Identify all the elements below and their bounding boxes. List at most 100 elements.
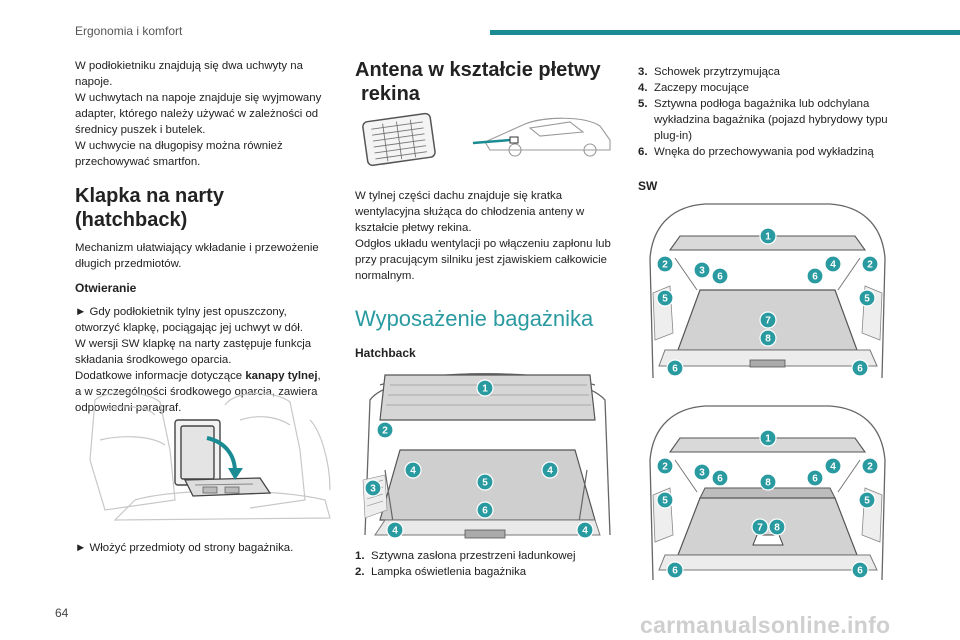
- callout-badge: [824, 457, 842, 475]
- callout-badge: [861, 255, 879, 273]
- callout-badge: [666, 359, 684, 377]
- callout-badge: [693, 261, 711, 279]
- callout-badge-label: 6: [812, 272, 818, 283]
- callout-badge: [476, 501, 494, 519]
- callout-badge-label: 4: [582, 526, 588, 537]
- list-text: Lampka oświetlenia bagażnika: [371, 566, 527, 578]
- list-text: Wnęka do przechowywania pod wykładziną: [654, 146, 874, 158]
- middle-column-top: Antena w kształcie płetwy rekina: [355, 58, 617, 106]
- callout-badge: [861, 457, 879, 475]
- intro-paragraph-2: W uchwytach na napoje znajduje się wyjmo…: [75, 92, 322, 136]
- callout-badge-label: 6: [812, 474, 818, 485]
- callout-badge: [711, 267, 729, 285]
- callout-badge-label: 6: [672, 566, 678, 577]
- callout-badge: [759, 311, 777, 329]
- step-arrow-2: ►: [75, 542, 87, 554]
- callout-badge: [404, 461, 422, 479]
- callout-badge-label: 2: [867, 462, 873, 473]
- callout-badge-label: 1: [765, 434, 771, 445]
- list-number: 3.: [638, 66, 648, 78]
- callout-badge-label: 2: [662, 260, 668, 271]
- header-accent-bar: [490, 30, 960, 35]
- callout-badge: [656, 457, 674, 475]
- left-column: W podłokietniku znajdują się dwa uchwyty…: [75, 58, 325, 416]
- callout-badge-label: 6: [672, 364, 678, 375]
- callout-badge-label: 2: [382, 426, 388, 437]
- callout-badge: [851, 359, 869, 377]
- callout-badge: [364, 479, 382, 497]
- list-text: Zaczepy mocujące: [654, 82, 749, 94]
- more-info-post: ,: [317, 370, 321, 382]
- step-1-text: Gdy podłokietnik tylny jest opuszczony, …: [75, 306, 303, 334]
- list-text: Sztywna zasłona przestrzeni ładunkowej: [371, 550, 576, 562]
- list-item: 4. Zaczepy mocujące: [638, 80, 900, 96]
- callout-badge-label: 8: [774, 523, 780, 534]
- list-number: 5.: [638, 98, 648, 110]
- callout-badge-label: 5: [662, 496, 668, 507]
- callout-badge: [656, 289, 674, 307]
- shark-fin-antenna-illustration: [362, 112, 611, 167]
- callout-badge-label: 6: [857, 364, 863, 375]
- list-text: Sztywna podłoga bagażnika lub odchylana …: [654, 98, 888, 142]
- callout-badge-label: 3: [699, 266, 705, 277]
- callout-badge-label: 6: [857, 566, 863, 577]
- right-list: 3.Schowek przytrzymująca 4. Zaczepy mocuj…: [638, 64, 900, 194]
- callout-badge-label: 6: [717, 474, 723, 485]
- middle-list: 1. Sztywna zasłona przestrzeni ładunkowej…: [355, 548, 617, 580]
- callout-badge: [806, 267, 824, 285]
- callout-badge-label: 4: [392, 526, 398, 537]
- armrest-ski-hatch-illustration: [89, 392, 331, 521]
- page-number: 64: [55, 606, 69, 620]
- callout-badge: [759, 329, 777, 347]
- ski-hatch-description: Mechanizm ułatwiający wkładanie i przewo…: [75, 242, 319, 270]
- step-2: ► Włożyć przedmioty od strony bagażnika.: [75, 540, 325, 556]
- list-item: 2. Lampka oświetlenia bagażnika: [355, 564, 617, 580]
- more-info-pre: Dodatkowe informacje dotyczące: [75, 370, 246, 382]
- running-header: Ergonomia i komfort: [75, 24, 183, 38]
- antenna-paragraph-2: Odgłos układu wentylacji po włączeniu za…: [355, 238, 611, 282]
- callout-badge: [858, 289, 876, 307]
- callout-badge: [806, 469, 824, 487]
- sw-heading: SW: [638, 179, 658, 193]
- list-item: 1. Sztywna zasłona przestrzeni ładunkowej: [355, 548, 617, 564]
- more-info-2: a w szczególności środkowego oparcia, za…: [75, 386, 318, 414]
- callout-badge: [759, 227, 777, 245]
- callout-badge: [656, 491, 674, 509]
- callout-badge-label: 3: [370, 484, 376, 495]
- callout-badge: [711, 469, 729, 487]
- callout-badge: [851, 561, 869, 579]
- callout-badge-label: 4: [830, 462, 836, 473]
- callout-badge-label: 8: [765, 478, 771, 489]
- list-number: 6.: [638, 146, 648, 158]
- list-item: 6. Wnęka do przechowywania pod wykładziną: [638, 144, 900, 160]
- list-item: 3.Schowek przytrzymująca: [638, 64, 900, 80]
- callout-badge: [666, 561, 684, 579]
- opening-step-1: ► Gdy podłokietnik tylny jest opuszczony…: [75, 304, 325, 336]
- site-watermark: carmanualsonline.info: [640, 612, 891, 638]
- callout-badge: [759, 429, 777, 447]
- callout-badge-label: 4: [410, 466, 416, 477]
- list-item: 5. Sztywna podłoga bagażnika lub odchylan…: [638, 96, 900, 144]
- intro-paragraph-3: W uchwycie na długopisy można również pr…: [75, 140, 283, 168]
- list-number: 4.: [638, 82, 648, 94]
- callout-badge-label: 6: [717, 272, 723, 283]
- callout-badge: [693, 463, 711, 481]
- callout-badge-label: 5: [864, 294, 870, 305]
- trunk-equipment-title: Wyposażenie bagażnika: [355, 306, 594, 331]
- list-number: 2.: [355, 566, 365, 578]
- list-number: 1.: [355, 550, 365, 562]
- callout-badge-label: 7: [765, 316, 771, 327]
- callout-badge-label: 4: [830, 260, 836, 271]
- callout-badge: [376, 421, 394, 439]
- antenna-title: Antena w kształcie płetwy rekina: [355, 58, 617, 106]
- callout-badge-label: 3: [699, 468, 705, 479]
- callout-badge-label: 5: [482, 478, 488, 489]
- callout-badge: [759, 473, 777, 491]
- callout-badge-label: 5: [864, 496, 870, 507]
- callout-badge-label: 5: [662, 294, 668, 305]
- more-info-link: kanapy tylnej: [245, 370, 318, 382]
- opening-heading: Otwieranie: [75, 281, 137, 295]
